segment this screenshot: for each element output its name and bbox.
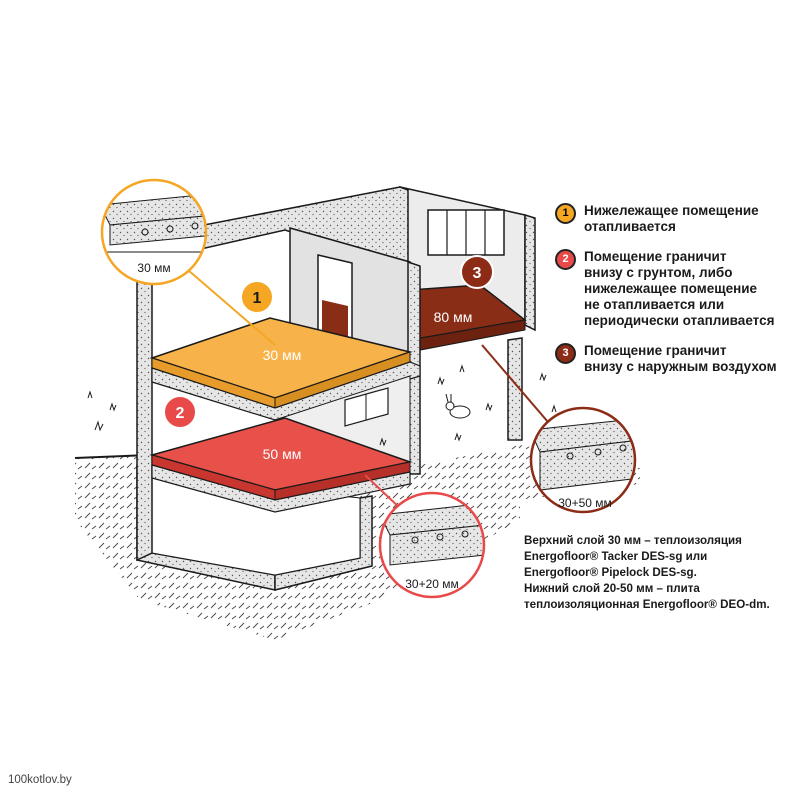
legend-text-2: Помещение граничит внизу с грунтом, либо…: [584, 249, 775, 328]
callout-detail-2: 30+50 мм: [529, 406, 637, 514]
leader-line-3: [364, 474, 403, 511]
svg-text:2: 2: [176, 405, 185, 422]
svg-text:1: 1: [253, 290, 262, 307]
legend-item-3: 3 Помещение граничит внизу с наружным во…: [555, 343, 777, 375]
slab-2-label: 50 мм: [263, 446, 302, 462]
slab-2: [149, 417, 413, 513]
room3-walls: [399, 186, 536, 441]
callout-detail-3: 30+20 мм: [378, 491, 486, 599]
svg-text:3: 3: [473, 265, 482, 282]
zone-marker-3: 3: [460, 255, 494, 289]
legend-number-2: 2: [555, 249, 576, 270]
legend-item-1: 1 Нижележащее помещение отапливается: [555, 203, 759, 235]
slab-1-label: 30 мм: [263, 347, 302, 363]
grass: [87, 364, 557, 447]
slab-3-label: 80 мм: [434, 309, 473, 325]
legend-number-1: 1: [555, 203, 576, 224]
svg-text:30+50 мм: 30+50 мм: [558, 496, 612, 510]
svg-text:30+20 мм: 30+20 мм: [405, 577, 459, 591]
legend-item-2: 2 Помещение граничит внизу с грунтом, ли…: [555, 249, 774, 329]
legend-text-1: Нижележащее помещение отапливается: [584, 203, 759, 234]
callout-detail-1: 30 мм: [100, 178, 208, 286]
rabbit-icon: [445, 393, 471, 419]
legend-text-3: Помещение граничит внизу с наружным возд…: [584, 343, 777, 374]
svg-text:30 мм: 30 мм: [137, 261, 170, 275]
zone-marker-2: 2: [163, 395, 197, 429]
leader-line-2: [481, 344, 549, 423]
legend-number-3: 3: [555, 343, 576, 364]
insulation-note: Верхний слой 30 мм – теплоизоляция Energ…: [524, 534, 770, 611]
watermark: 100kotlov.by: [8, 774, 72, 786]
zone-marker-1: 1: [240, 280, 274, 314]
leader-line-1: [187, 269, 276, 346]
